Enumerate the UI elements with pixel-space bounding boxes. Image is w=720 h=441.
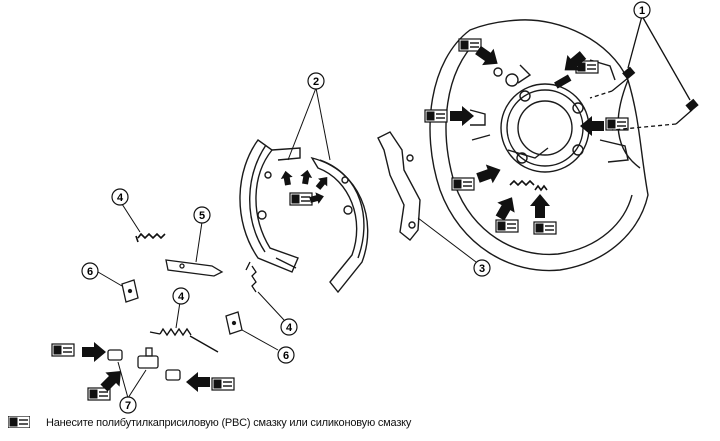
svg-text:4: 4 — [178, 291, 185, 303]
svg-text:4: 4 — [117, 192, 124, 204]
leader-6a — [97, 271, 123, 287]
return-spring-upper — [135, 232, 166, 243]
wheel-cylinder-parts — [107, 347, 181, 381]
leader-3 — [417, 217, 477, 263]
svg-text:6: 6 — [283, 350, 289, 362]
svg-text:4: 4 — [286, 322, 293, 334]
shoe-grease-markers — [279, 168, 332, 206]
svg-text:2: 2 — [313, 76, 319, 88]
callout-7: 7 — [119, 396, 137, 414]
return-spring-lower — [149, 327, 219, 353]
grease-icon — [8, 416, 30, 428]
svg-text:1: 1 — [639, 5, 645, 17]
mounting-bolts — [589, 15, 699, 131]
plate-springs — [509, 179, 548, 192]
callout-6-right: 6 — [277, 346, 295, 364]
plate-slot — [554, 74, 572, 89]
svg-text:7: 7 — [125, 400, 131, 412]
callout-6-left: 6 — [81, 262, 99, 280]
callout-4-upper: 4 — [111, 188, 129, 206]
svg-text:3: 3 — [479, 263, 485, 275]
leader-7a — [117, 361, 129, 399]
adjuster-strut — [165, 259, 224, 277]
svg-text:5: 5 — [199, 210, 205, 222]
leader-6b — [241, 329, 279, 351]
leader-7b — [127, 369, 147, 399]
leader-4b — [175, 301, 181, 329]
leader-4c — [257, 291, 285, 321]
cylinder-grease-markers — [51, 342, 235, 401]
callout-4-right: 4 — [280, 318, 298, 336]
leader-2b — [315, 87, 331, 161]
leader-4a — [121, 203, 141, 233]
lubrication-caption: Нанесите полибутилкаприсиловую (PBC) сма… — [46, 417, 412, 429]
shoe-hold-clip-left — [121, 279, 139, 303]
callout-3: 3 — [473, 259, 491, 277]
shoe-hold-clip-right — [225, 311, 243, 335]
leader-5 — [195, 221, 203, 263]
callout-1: 1 — [633, 1, 651, 19]
plate-grease-markers — [424, 38, 629, 235]
brake-shoes — [239, 139, 369, 294]
parking-brake-lever — [377, 131, 421, 241]
callout-2: 2 — [307, 72, 325, 90]
tension-spring — [245, 261, 257, 293]
leader-2a — [287, 87, 317, 161]
callout-4-middle: 4 — [172, 287, 190, 305]
callout-5: 5 — [193, 206, 211, 224]
backing-plate — [429, 19, 649, 272]
svg-text:6: 6 — [87, 266, 93, 278]
